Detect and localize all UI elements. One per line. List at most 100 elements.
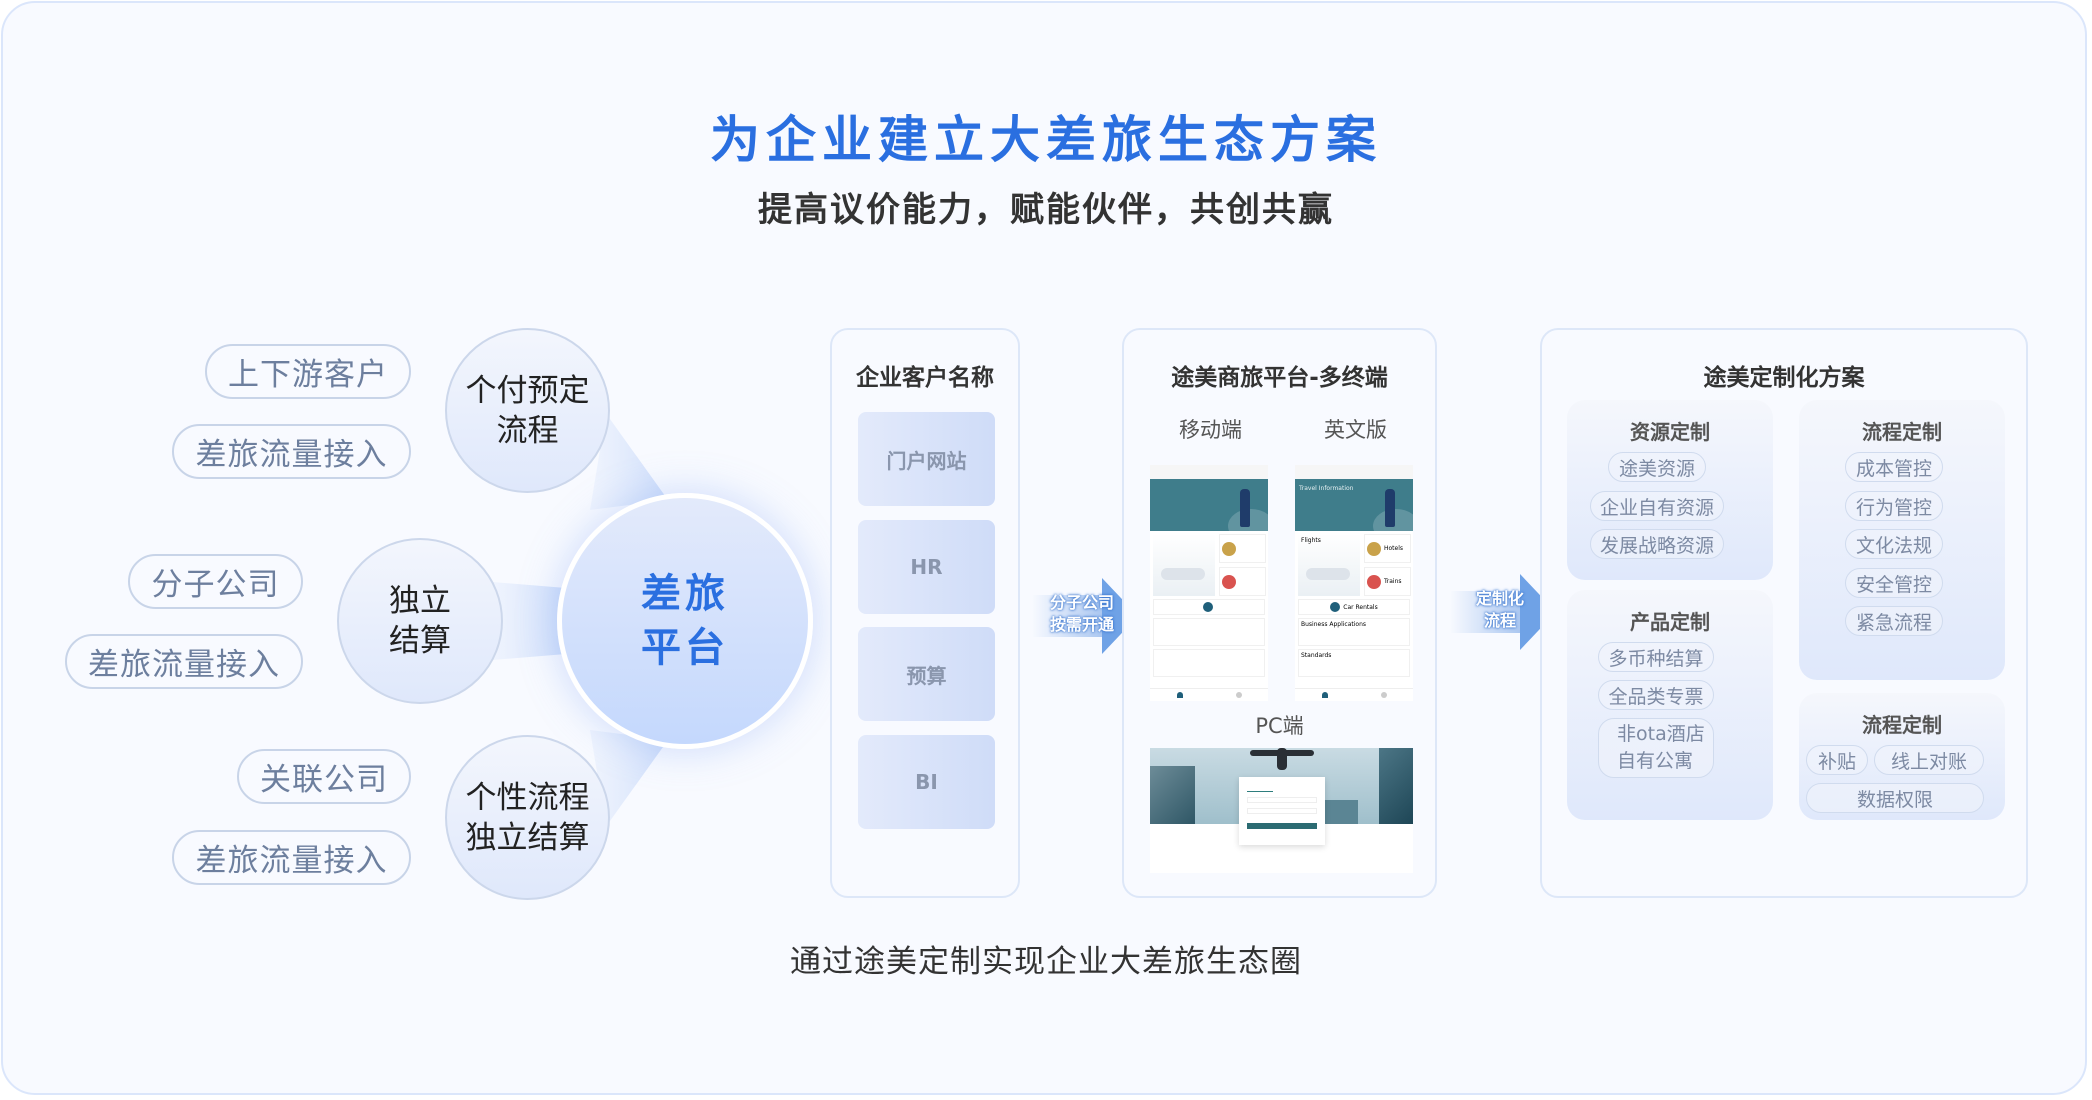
hub-travel-platform: 差旅 平台	[557, 493, 813, 749]
standards-block: Standards	[1298, 649, 1410, 677]
tag-multi-currency: 多币种结算	[1598, 642, 1714, 672]
car-row: Car Rentals	[1298, 599, 1410, 615]
customer-card: 企业客户名称 门户网站 HR 预算 BI	[830, 328, 1020, 898]
phone-tabbar	[1295, 688, 1413, 701]
platform-card: 途美商旅平台-多终端 移动端 英文版 Travel Information Fl…	[1122, 328, 1437, 898]
mobile-label: 移动端	[1179, 418, 1242, 442]
profile-icon	[1235, 692, 1242, 698]
solution-card: 途美定制化方案 资源定制 途美资源 企业自有资源 发展战略资源 产品定制 多币种…	[1540, 328, 2028, 898]
applications-block	[1153, 618, 1265, 646]
arrow-label: 分子公司按需开通	[1032, 592, 1132, 636]
arrow-label: 定制化流程	[1450, 588, 1550, 632]
arrow-subsidiary-enable: 分子公司按需开通	[1032, 578, 1142, 654]
arrow-label-line: 分子公司	[1049, 593, 1114, 612]
tag-traffic-access: 差旅流量接入	[172, 424, 411, 479]
tag-strategic-resource: 发展战略资源	[1590, 529, 1724, 559]
mobile-screenshot	[1150, 465, 1268, 701]
hotel-tile: Hotels	[1364, 534, 1411, 563]
train-icon	[1222, 574, 1236, 589]
pc-label: PC端	[1255, 714, 1304, 738]
standards-block	[1153, 649, 1265, 677]
home-icon	[1176, 692, 1183, 698]
process-panel-2: 流程定制 补贴 线上对账 数据权限	[1799, 693, 2005, 820]
hub-line: 差旅	[641, 571, 729, 617]
customer-card-title: 企业客户名称	[856, 365, 994, 391]
tag-tumei-resource: 途美资源	[1608, 452, 1706, 482]
node-line: 流程	[496, 412, 559, 449]
tag-line: 非ota酒店	[1617, 723, 1705, 745]
tag-own-resource: 企业自有资源	[1590, 491, 1724, 521]
phone-topbar	[1150, 465, 1268, 479]
applications-block: Business Applications	[1298, 618, 1410, 646]
tag-data-permission: 数据权限	[1806, 783, 1984, 813]
product-panel-title: 产品定制	[1630, 610, 1710, 634]
login-panel	[1239, 777, 1325, 845]
tag-subsidy: 补贴	[1806, 745, 1868, 775]
phone-tabbar	[1150, 688, 1268, 701]
pc-screenshot	[1150, 748, 1413, 873]
node-line: 独立	[389, 583, 451, 619]
car-icon	[1202, 602, 1213, 612]
hotel-icon	[1367, 541, 1381, 556]
tag-special-invoice: 全品类专票	[1598, 680, 1714, 710]
tag-emergency-process: 紧急流程	[1845, 606, 1943, 636]
english-label: 英文版	[1324, 418, 1387, 442]
tag-subsidiaries: 分子公司	[128, 554, 303, 609]
arrow-label-line: 流程	[1483, 611, 1516, 630]
process-panel-title: 流程定制	[1862, 420, 1942, 444]
flights-text: Flights	[1301, 537, 1321, 544]
train-tile	[1219, 567, 1266, 596]
node-independent-settlement: 独立结算	[337, 538, 503, 704]
profile-icon	[1380, 692, 1387, 698]
flight-tile	[1153, 534, 1215, 596]
hotel-tile	[1219, 534, 1266, 563]
tag-affiliates: 关联公司	[237, 749, 411, 804]
train-tile: Trains	[1364, 567, 1411, 596]
arrow-label-line: 按需开通	[1049, 615, 1114, 634]
apps-text: Business Applications	[1301, 621, 1367, 628]
building-graphic	[1379, 748, 1413, 824]
trains-text: Trains	[1384, 578, 1402, 585]
node-line: 个付预定	[465, 372, 590, 409]
page-subtitle: 提高议价能力，赋能伙伴，共创共赢	[758, 190, 1334, 230]
bottom-caption: 通过途美定制实现企业大差旅生态圈	[790, 944, 1302, 980]
tag-non-ota-hotel: 非ota酒店 自有公寓	[1598, 718, 1714, 778]
traveler-figure	[1385, 489, 1395, 527]
tag-online-reconciliation: 线上对账	[1874, 745, 1984, 775]
page-title: 为企业建立大差旅生态方案	[710, 111, 1382, 169]
arrow-tail	[1032, 595, 1104, 637]
customer-item-portal: 门户网站	[858, 412, 995, 506]
hub-line: 平台	[641, 625, 729, 671]
customer-item-budget: 预算	[858, 627, 995, 721]
tag-cost-control: 成本管控	[1845, 452, 1943, 482]
platform-card-title: 途美商旅平台-多终端	[1171, 365, 1388, 391]
process-panel: 流程定制 成本管控 行为管控 文化法规 安全管控 紧急流程	[1799, 400, 2005, 680]
arrow-tail	[1450, 591, 1522, 633]
tag-traffic-access: 差旅流量接入	[65, 634, 303, 689]
standards-text: Standards	[1301, 652, 1332, 659]
car-text: Car Rentals	[1343, 603, 1378, 611]
tag-behavior-control: 行为管控	[1845, 491, 1943, 521]
phone-topbar	[1295, 465, 1413, 479]
customer-item-hr: HR	[858, 520, 995, 614]
banner-text: Travel Information	[1299, 485, 1354, 492]
resource-panel-title: 资源定制	[1630, 420, 1710, 444]
node-personal-booking: 个付预定流程	[445, 328, 610, 493]
train-icon	[1367, 574, 1381, 589]
building-graphic	[1150, 766, 1195, 824]
car-icon	[1330, 602, 1341, 612]
english-screenshot: Travel Information Flights Hotels Trains…	[1295, 465, 1413, 701]
tag-traffic-access: 差旅流量接入	[172, 830, 411, 885]
process-panel-2-title: 流程定制	[1862, 713, 1942, 737]
arrow-label-line: 定制化	[1475, 589, 1524, 608]
resource-panel: 资源定制 途美资源 企业自有资源 发展战略资源	[1567, 400, 1773, 580]
airplane-icon	[1277, 748, 1287, 770]
node-custom-process: 个性流程独立结算	[445, 735, 610, 900]
flight-tile: Flights	[1298, 534, 1360, 596]
airplane-icon	[1306, 568, 1350, 580]
hotels-text: Hotels	[1384, 545, 1404, 552]
product-panel: 产品定制 多币种结算 全品类专票 非ota酒店 自有公寓	[1567, 590, 1773, 820]
traveler-figure	[1240, 489, 1250, 527]
solution-card-title: 途美定制化方案	[1703, 365, 1865, 391]
airplane-icon	[1161, 568, 1205, 580]
